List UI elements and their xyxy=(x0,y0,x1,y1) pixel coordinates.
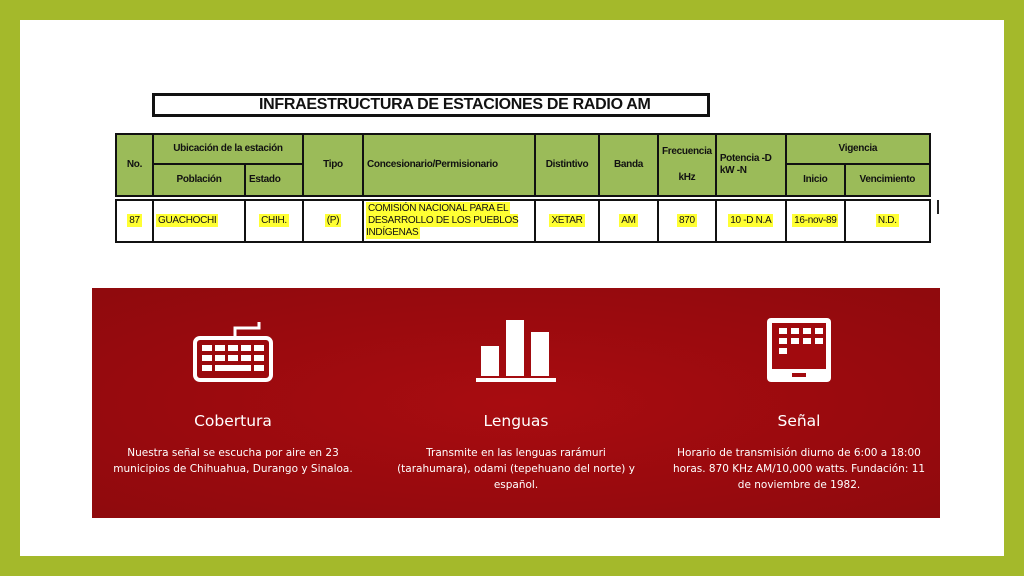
header-frecuencia: Frecuencia kHz xyxy=(657,133,717,197)
header-no: No. xyxy=(115,133,154,197)
cell-estado-text: CHIH. xyxy=(259,214,289,227)
feature-cobertura: Cobertura Nuestra señal se escucha por a… xyxy=(92,288,374,518)
cell-banda: AM xyxy=(598,199,659,243)
cell-inicio-text: 16-nov-89 xyxy=(792,214,839,227)
header-kw-label: kW -N xyxy=(719,165,747,176)
cell-no: 87 xyxy=(115,199,154,243)
cell-banda-text: AM xyxy=(619,214,638,227)
infrastructure-table: No. Ubicación de la estación Tipo Conces… xyxy=(115,133,931,243)
cell-estado: CHIH. xyxy=(244,199,304,243)
feature-senal: Señal Horario de transmisión diurno de 6… xyxy=(658,288,940,518)
feature-description: Horario de transmisión diurno de 6:00 a … xyxy=(672,447,926,491)
cell-inicio: 16-nov-89 xyxy=(784,199,846,243)
feature-title: Señal xyxy=(777,412,821,430)
header-potencia-label: Potencia -D xyxy=(719,153,772,164)
header-ubicacion: Ubicación de la estación xyxy=(152,133,304,165)
header-concesionario: Concesionario/Permisionario xyxy=(362,133,536,197)
cell-concesionario-line2: DESARROLLO DE LOS PUEBLOS INDÍGENAS xyxy=(366,214,519,239)
slide-canvas: INFRAESTRUCTURA DE ESTACIONES DE RADIO A… xyxy=(20,20,1004,556)
cell-potencia-text: 10 -D N.A xyxy=(728,214,774,227)
header-distintivo: Distintivo xyxy=(534,133,600,197)
feature-title: Cobertura xyxy=(194,412,272,430)
header-estado: Estado xyxy=(244,163,304,197)
feature-description: Transmite en las lenguas rarámuri (tarah… xyxy=(397,447,635,491)
header-banda: Banda xyxy=(598,133,659,197)
feature-title: Lenguas xyxy=(483,412,549,430)
cell-vencimiento-text: N.D. xyxy=(875,214,899,227)
header-tipo: Tipo xyxy=(302,133,364,197)
cell-distintivo: XETAR xyxy=(534,199,600,243)
header-inicio: Inicio xyxy=(784,163,846,197)
cell-vencimiento: N.D. xyxy=(843,199,931,243)
header-frecuencia-label: Frecuencia xyxy=(662,146,712,157)
table-spacer xyxy=(116,195,930,201)
cell-poblacion-text: GUACHOCHI xyxy=(156,214,219,227)
cell-concesionario: COMISIÓN NACIONAL PARA EL DESARROLLO DE … xyxy=(362,199,536,243)
header-potencia: Potencia -D kW -N xyxy=(714,133,787,197)
cell-concesionario-line1: COMISIÓN NACIONAL PARA EL xyxy=(366,202,511,215)
cell-frecuencia-text: 870 xyxy=(677,214,697,227)
cell-distintivo-text: XETAR xyxy=(549,214,585,227)
bar-chart-icon xyxy=(476,320,556,382)
table-row: 87 GUACHOCHI CHIH. (P) COMISIÓN NACIONAL… xyxy=(115,199,931,243)
cell-tipo-text: (P) xyxy=(324,214,342,227)
cell-no-text: 87 xyxy=(127,214,142,227)
table-title: INFRAESTRUCTURA DE ESTACIONES DE RADIO A… xyxy=(152,93,710,117)
header-vigencia: Vigencia xyxy=(784,133,931,165)
features-panel: Cobertura Nuestra señal se escucha por a… xyxy=(92,288,940,518)
cell-potencia: 10 -D N.A xyxy=(714,199,787,243)
header-vencimiento: Vencimiento xyxy=(843,163,931,197)
header-poblacion: Población xyxy=(152,163,246,197)
feature-description: Nuestra señal se escucha por aire en 23 … xyxy=(113,447,353,475)
tablet-icon xyxy=(767,318,831,382)
cell-frecuencia: 870 xyxy=(657,199,717,243)
cell-tipo: (P) xyxy=(302,199,364,243)
keyboard-icon xyxy=(193,322,273,382)
header-khz-label: kHz xyxy=(678,172,696,183)
feature-lenguas: Lenguas Transmite en las lenguas rarámur… xyxy=(375,288,657,518)
text-cursor xyxy=(937,200,939,214)
cell-poblacion: GUACHOCHI xyxy=(152,199,246,243)
